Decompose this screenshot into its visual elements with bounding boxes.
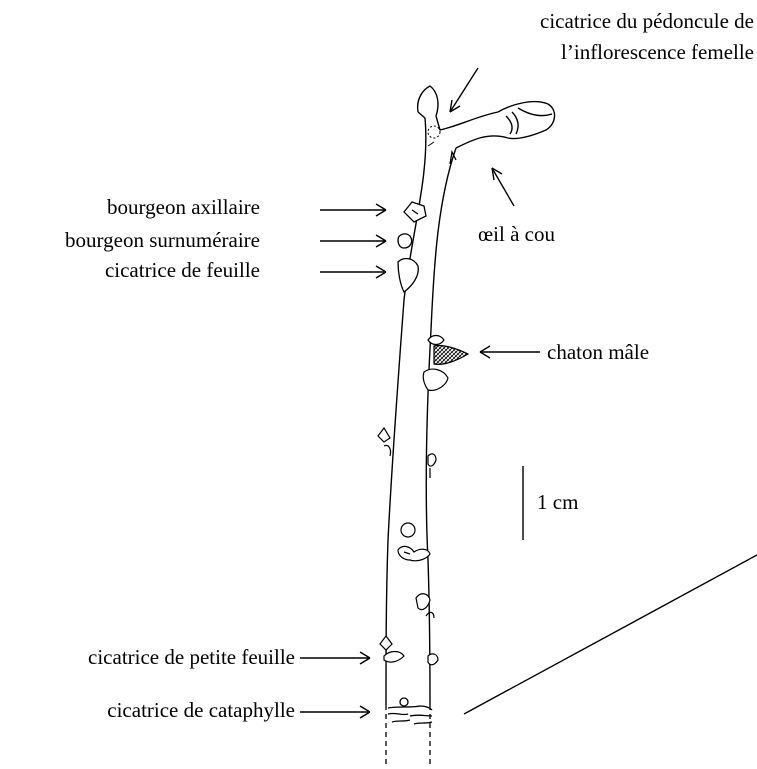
label-leaf-scar: cicatrice de feuille — [105, 258, 260, 282]
label-necked-eye: œil à cou — [478, 222, 555, 246]
diagonal-line — [464, 555, 757, 714]
label-cataphyll-scar: cicatrice de cataphylle — [107, 698, 295, 722]
axillary-bud-shape — [404, 202, 426, 222]
label-scale: 1 cm — [537, 490, 578, 514]
stem-outline — [386, 86, 508, 705]
peduncle-scar-mark — [428, 126, 440, 146]
supernumerary-bud-shape — [398, 234, 412, 248]
label-peduncle-scar-line1: cicatrice du pédoncule de — [540, 9, 754, 33]
label-male-catkin: chaton mâle — [547, 340, 649, 364]
label-arrows — [300, 68, 540, 718]
label-small-leaf-scar: cicatrice de petite feuille — [88, 645, 295, 669]
label-supernumerary-bud: bourgeon surnuméraire — [65, 228, 260, 252]
leaf-scar-shape — [398, 259, 418, 292]
cataphyll-scars — [388, 698, 432, 724]
label-peduncle-scar-line2: l’inflorescence femelle — [561, 40, 754, 64]
terminal-bud — [498, 102, 555, 139]
label-axillary-bud: bourgeon axillaire — [107, 195, 260, 219]
